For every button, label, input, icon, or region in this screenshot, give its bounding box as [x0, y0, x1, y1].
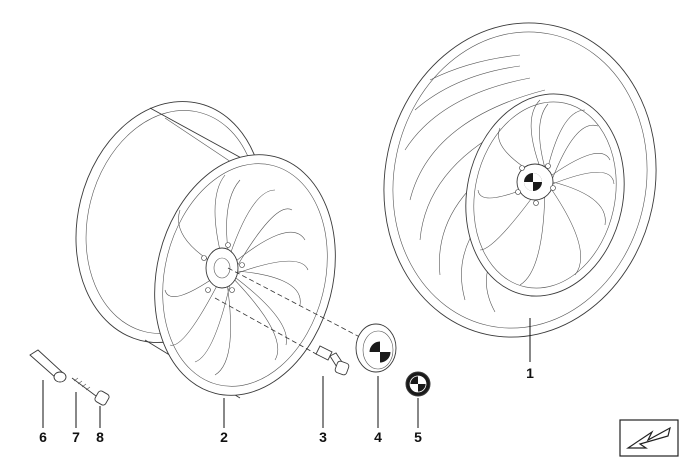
hub-cap	[355, 323, 397, 373]
callout-3: 3	[319, 429, 327, 445]
assembly-line-bolt	[214, 297, 319, 356]
valve-insert	[71, 377, 97, 397]
assembly-line-cap	[227, 267, 376, 346]
arrow-down-left-icon[interactable]	[619, 419, 679, 457]
light-alloy-rim	[75, 101, 336, 399]
callout-5: 5	[414, 429, 422, 445]
callout-8: 8	[96, 429, 104, 445]
emblem	[405, 371, 431, 397]
wheel-bolt	[315, 345, 350, 376]
callout-1: 1	[526, 365, 534, 381]
valve-stem	[29, 349, 67, 383]
callout-7: 7	[72, 429, 80, 445]
callout-6: 6	[39, 429, 47, 445]
callout-4: 4	[374, 429, 382, 445]
valve-cap	[94, 390, 110, 406]
leader-lines	[42, 318, 531, 428]
complete-wheel-with-tyre	[383, 22, 657, 338]
callout-2: 2	[220, 429, 228, 445]
